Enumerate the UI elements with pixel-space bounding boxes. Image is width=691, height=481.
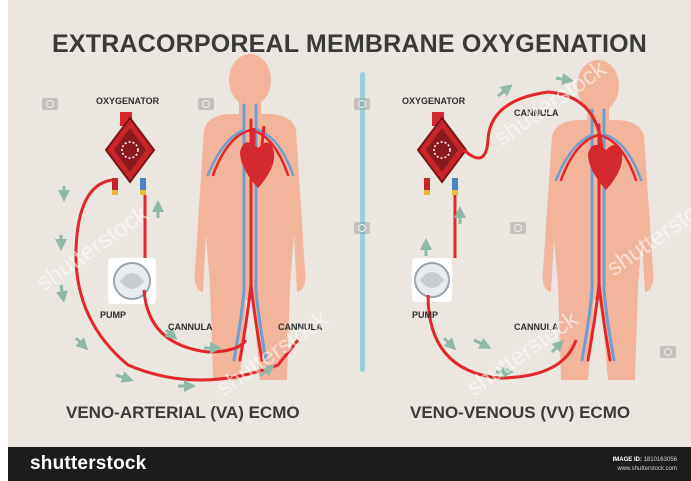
vv-oxygenator: [418, 112, 466, 195]
camera-watermark-icon: [354, 98, 370, 110]
site-url: www.shutterstock.com: [613, 465, 677, 474]
va-pump: [108, 258, 156, 304]
camera-watermark-icon: [354, 222, 370, 234]
va-cannula-label-1: CANNULA: [168, 322, 213, 332]
image-id-label: IMAGE ID:: [613, 457, 642, 463]
camera-watermark-icon: [198, 98, 214, 110]
va-oxygenator: [106, 112, 154, 195]
camera-watermark-icon: [510, 222, 526, 234]
vv-pump-label: PUMP: [412, 310, 438, 320]
ecmo-diagram: EXTRACORPOREAL MEMBRANE OXYGENATION: [8, 0, 691, 447]
va-caption: VENO-ARTERIAL (VA) ECMO: [66, 403, 300, 423]
vv-caption: VENO-VENOUS (VV) ECMO: [410, 403, 630, 423]
va-oxygenator-label: OXYGENATOR: [96, 96, 159, 106]
vv-pump: [412, 258, 452, 302]
vv-oxygenator-label: OXYGENATOR: [402, 96, 465, 106]
camera-watermark-icon: [660, 346, 676, 358]
camera-watermark-icon: [42, 98, 58, 110]
stock-footer-bar: shutterstock IMAGE ID: 1810163056 www.sh…: [8, 447, 691, 481]
image-id-value: 1810163056: [644, 457, 677, 463]
va-pump-label: PUMP: [100, 310, 126, 320]
image-id-block: IMAGE ID: 1810163056 www.shutterstock.co…: [613, 456, 677, 474]
shutterstock-logo: shutterstock: [30, 453, 146, 475]
